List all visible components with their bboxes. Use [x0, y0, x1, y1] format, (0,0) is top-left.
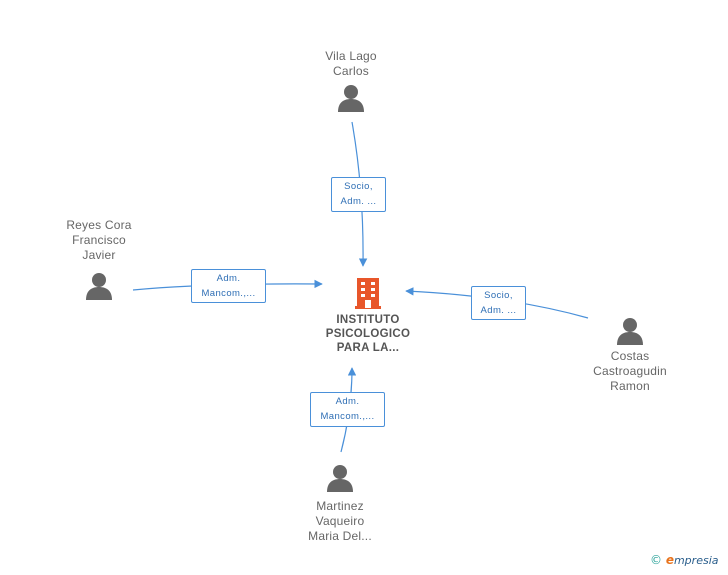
- brand-logo-letter: e: [665, 553, 674, 567]
- company-node[interactable]: INSTITUTO PSICOLOGICO PARA LA...: [318, 276, 418, 355]
- person-name-line: Javier: [82, 248, 116, 262]
- person-name-line: Costas: [610, 349, 650, 363]
- relation-label-costas[interactable]: Socio, Adm. ...: [471, 286, 526, 320]
- relation-line: Mancom.,...: [201, 288, 256, 299]
- company-name-line: PSICOLOGICO: [325, 328, 411, 340]
- person-icon: [327, 465, 353, 492]
- person-icon: [338, 85, 364, 112]
- relation-line: Adm.: [335, 396, 360, 407]
- person-node-vila[interactable]: Vila Lago Carlos: [303, 49, 399, 113]
- relation-label-reyes[interactable]: Adm. Mancom.,...: [191, 269, 266, 303]
- company-name-line: INSTITUTO: [336, 314, 400, 326]
- relation-line: Mancom.,...: [320, 411, 375, 422]
- relation-line: Adm.: [216, 273, 241, 284]
- person-icon: [617, 318, 643, 345]
- building-icon: [355, 278, 381, 309]
- relation-line: Adm. ...: [340, 196, 377, 207]
- relation-label-vila[interactable]: Socio, Adm. ...: [331, 177, 386, 212]
- person-name-line: Ramon: [610, 379, 650, 393]
- relation-line: Adm. ...: [480, 305, 517, 316]
- person-name-line: Vila Lago: [325, 49, 377, 63]
- person-name-line: Maria Del...: [308, 529, 372, 543]
- person-node-reyes[interactable]: Reyes Cora Francisco Javier: [51, 218, 147, 301]
- relation-line: Socio,: [484, 290, 513, 301]
- person-name-line: Martinez: [316, 499, 364, 513]
- person-name-line: Carlos: [333, 64, 369, 78]
- person-name-line: Castroagudin: [593, 364, 667, 378]
- person-name-line: Reyes Cora: [66, 218, 132, 232]
- person-icon: [86, 273, 112, 300]
- copyright-icon: ©: [650, 553, 662, 567]
- person-name-line: Francisco: [72, 233, 126, 247]
- relation-label-martinez[interactable]: Adm. Mancom.,...: [310, 392, 385, 427]
- person-node-martinez[interactable]: Martinez Vaqueiro Maria Del...: [292, 463, 388, 544]
- company-name-line: PARA LA...: [336, 342, 400, 354]
- footer-brand[interactable]: © empresia: [650, 553, 718, 567]
- person-node-costas[interactable]: Costas Castroagudin Ramon: [582, 316, 678, 394]
- brand-logo-text: mpresia: [673, 554, 719, 567]
- relation-line: Socio,: [344, 181, 373, 192]
- person-name-line: Vaqueiro: [315, 514, 365, 528]
